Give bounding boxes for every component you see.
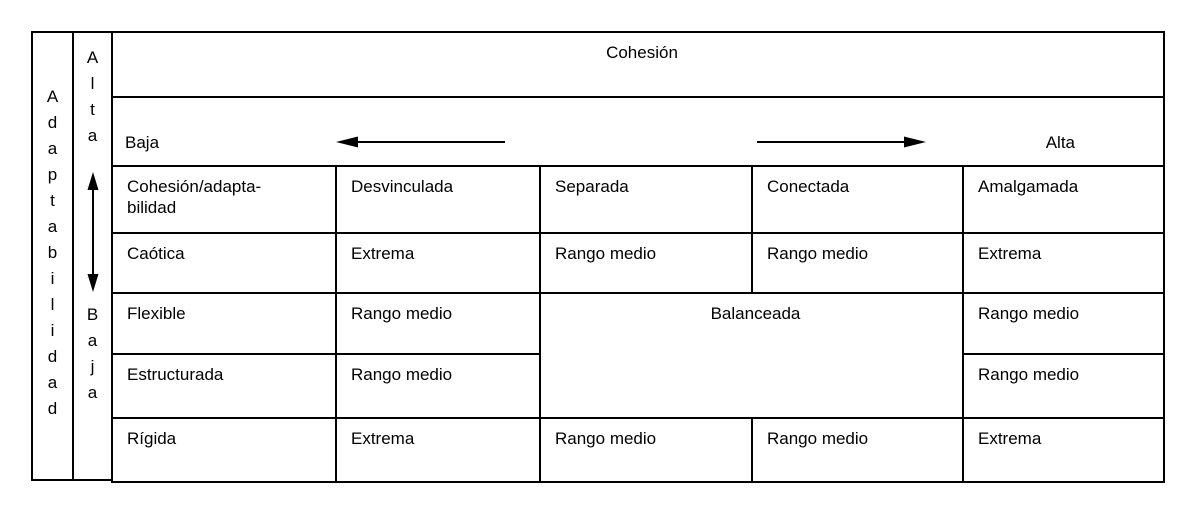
adaptability-axis-label: Adaptabilidad (43, 87, 62, 425)
column-header-amalgamada: Amalgamada (962, 165, 1165, 234)
row-header-caotica: Caótica (111, 232, 337, 294)
corner-header-line1: Cohesión/adapta- (127, 177, 262, 196)
row-header-rigida: Rígida (111, 417, 337, 483)
adaptability-low-label: Baja (83, 305, 102, 409)
cell-rigida-conectada: Rango medio (751, 417, 964, 483)
adaptability-high-label: Alta (83, 48, 102, 152)
column-header-separada: Separada (539, 165, 753, 234)
cohesion-right-arrow-icon (755, 135, 927, 149)
cell-flexible-desvinculada: Rango medio (335, 292, 541, 355)
adaptability-scale-box: Alta Baja (72, 31, 113, 481)
cell-estructurada-desvinculada: Rango medio (335, 353, 541, 419)
row-header-estructurada: Estructurada (111, 353, 337, 419)
cohesion-high-label: Alta (1045, 133, 1075, 152)
cell-flexible-amalgamada: Rango medio (962, 292, 1165, 355)
cell-caotica-separada: Rango medio (539, 232, 753, 294)
cohesion-low-label: Baja (125, 133, 160, 152)
cell-rigida-amalgamada: Extrema (962, 417, 1165, 483)
cell-caotica-amalgamada: Extrema (962, 232, 1165, 294)
column-header-conectada: Conectada (751, 165, 964, 234)
corner-header-cell: Cohesión/adapta-bilidad (111, 165, 337, 234)
corner-header-line2: bilidad (127, 198, 177, 218)
adaptability-double-arrow-icon (85, 172, 101, 292)
cohesion-title: Cohesión (111, 31, 1165, 98)
cell-rigida-desvinculada: Extrema (335, 417, 541, 483)
adaptability-axis-box: Adaptabilidad (31, 31, 74, 481)
column-header-desvinculada: Desvinculada (335, 165, 541, 234)
cell-caotica-desvinculada: Extrema (335, 232, 541, 294)
circumplex-table: Cohesión Baja Alta (111, 31, 1165, 483)
cell-estructurada-amalgamada: Rango medio (962, 353, 1165, 419)
cohesion-left-arrow-icon (335, 135, 507, 149)
cell-caotica-conectada: Rango medio (751, 232, 964, 294)
cell-balanceada-merged: Balanceada (539, 292, 964, 419)
cell-rigida-separada: Rango medio (539, 417, 753, 483)
row-header-flexible: Flexible (111, 292, 337, 355)
cohesion-scale-row: Baja Alta (111, 96, 1165, 167)
